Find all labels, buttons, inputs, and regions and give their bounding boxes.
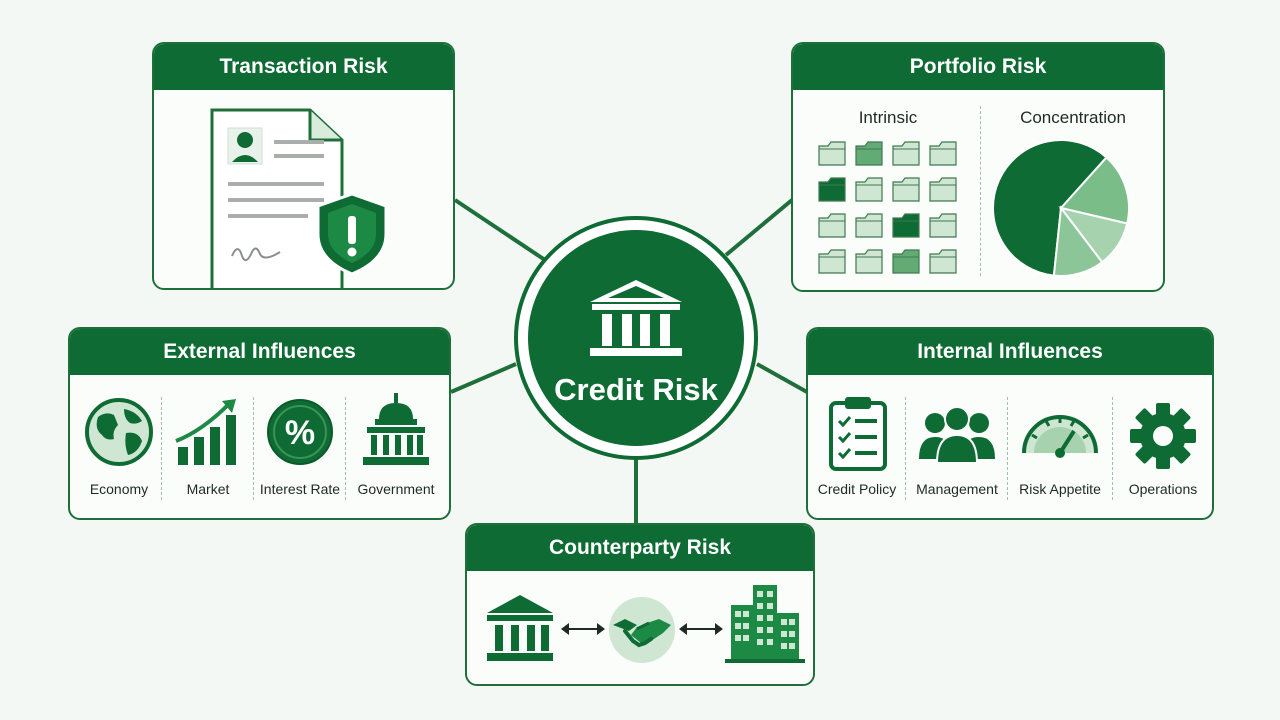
- alert-shield-icon: [316, 192, 388, 276]
- gauge-icon: [1022, 415, 1098, 458]
- folder-grid: [818, 141, 957, 274]
- divider: [345, 397, 346, 500]
- interest-rate-label: Interest Rate: [259, 481, 341, 497]
- folder-icon: [929, 141, 957, 166]
- connector-internal: [756, 362, 808, 394]
- growth-chart-icon: [175, 399, 236, 465]
- transaction-risk-title: Transaction Risk: [154, 44, 453, 90]
- globe-icon: [85, 398, 153, 466]
- pie-slice: [1052, 205, 1104, 277]
- folder-icon: [929, 249, 957, 274]
- divider: [905, 397, 906, 500]
- gear-icon: [1130, 403, 1196, 469]
- internal-item-risk-appetite: Risk Appetite: [1009, 375, 1111, 518]
- connector-transaction: [453, 198, 550, 264]
- capitol-icon: [363, 393, 429, 465]
- divider: [161, 397, 162, 500]
- internal-item-credit-policy: Credit Policy: [810, 375, 904, 518]
- credit-policy-label: Credit Policy: [817, 481, 897, 497]
- folder-icon: [929, 213, 957, 238]
- credit-risk-label: Credit Risk: [554, 372, 718, 407]
- risk-appetite-label: Risk Appetite: [1019, 481, 1101, 497]
- folder-icon: [818, 249, 846, 274]
- external-influences-card: External Influences Economy Market: [68, 327, 451, 520]
- portfolio-divider: [980, 106, 981, 276]
- percent-icon: %: [267, 399, 333, 465]
- folder-icon: [892, 177, 920, 202]
- external-item-interest-rate: % Interest Rate: [254, 375, 346, 518]
- operations-label: Operations: [1128, 481, 1198, 497]
- economy-label: Economy: [89, 481, 149, 497]
- folder-icon: [818, 213, 846, 238]
- document-icon: [210, 108, 344, 288]
- intrinsic-label: Intrinsic: [858, 108, 918, 127]
- concentration-label: Concentration: [1020, 108, 1126, 127]
- pie-slice: [1059, 156, 1130, 225]
- transaction-risk-card: Transaction Risk: [152, 42, 455, 290]
- bank-icon: [590, 280, 682, 356]
- external-item-economy: Economy: [76, 375, 162, 518]
- government-label: Government: [357, 481, 435, 497]
- external-influences-title: External Influences: [70, 329, 449, 375]
- folder-icon: [855, 213, 883, 238]
- folder-icon: [892, 213, 920, 238]
- connector-portfolio: [724, 198, 794, 257]
- handshake-icon: [609, 597, 675, 663]
- market-label: Market: [186, 481, 230, 497]
- internal-influences-title: Internal Influences: [808, 329, 1212, 375]
- folder-icon: [892, 141, 920, 166]
- internal-item-operations: Operations: [1114, 375, 1212, 518]
- divider: [1007, 397, 1008, 500]
- credit-risk-hub: Credit Risk: [514, 216, 758, 460]
- external-item-market: Market: [164, 375, 252, 518]
- portfolio-risk-card: Portfolio Risk Intrinsic Concentration: [791, 42, 1165, 292]
- portfolio-risk-title: Portfolio Risk: [793, 44, 1163, 90]
- external-item-government: Government: [348, 375, 444, 518]
- divider: [1112, 397, 1113, 500]
- internal-influences-card: Internal Influences Credit Policy: [806, 327, 1214, 520]
- people-group-icon: [919, 407, 995, 464]
- management-label: Management: [916, 481, 998, 497]
- internal-item-management: Management: [907, 375, 1007, 518]
- pie-slice: [992, 139, 1108, 277]
- folder-icon: [855, 177, 883, 202]
- connector-external: [450, 362, 517, 394]
- folder-icon: [892, 249, 920, 274]
- folder-icon: [855, 141, 883, 166]
- folder-icon: [855, 249, 883, 274]
- hub-inner-circle: Credit Risk: [528, 230, 744, 446]
- svg-text:%: %: [285, 414, 315, 452]
- double-arrow-icon: [679, 623, 723, 635]
- counterparty-risk-title: Counterparty Risk: [467, 525, 813, 571]
- folder-icon: [929, 177, 957, 202]
- folder-icon: [818, 141, 846, 166]
- bank-icon: [487, 595, 553, 661]
- folder-icon: [818, 177, 846, 202]
- counterparty-risk-card: Counterparty Risk: [465, 523, 815, 686]
- clipboard-checklist-icon: [829, 397, 887, 471]
- double-arrow-icon: [561, 623, 605, 635]
- divider: [253, 397, 254, 500]
- office-building-icon: [725, 585, 805, 663]
- concentration-pie-chart: [992, 139, 1130, 277]
